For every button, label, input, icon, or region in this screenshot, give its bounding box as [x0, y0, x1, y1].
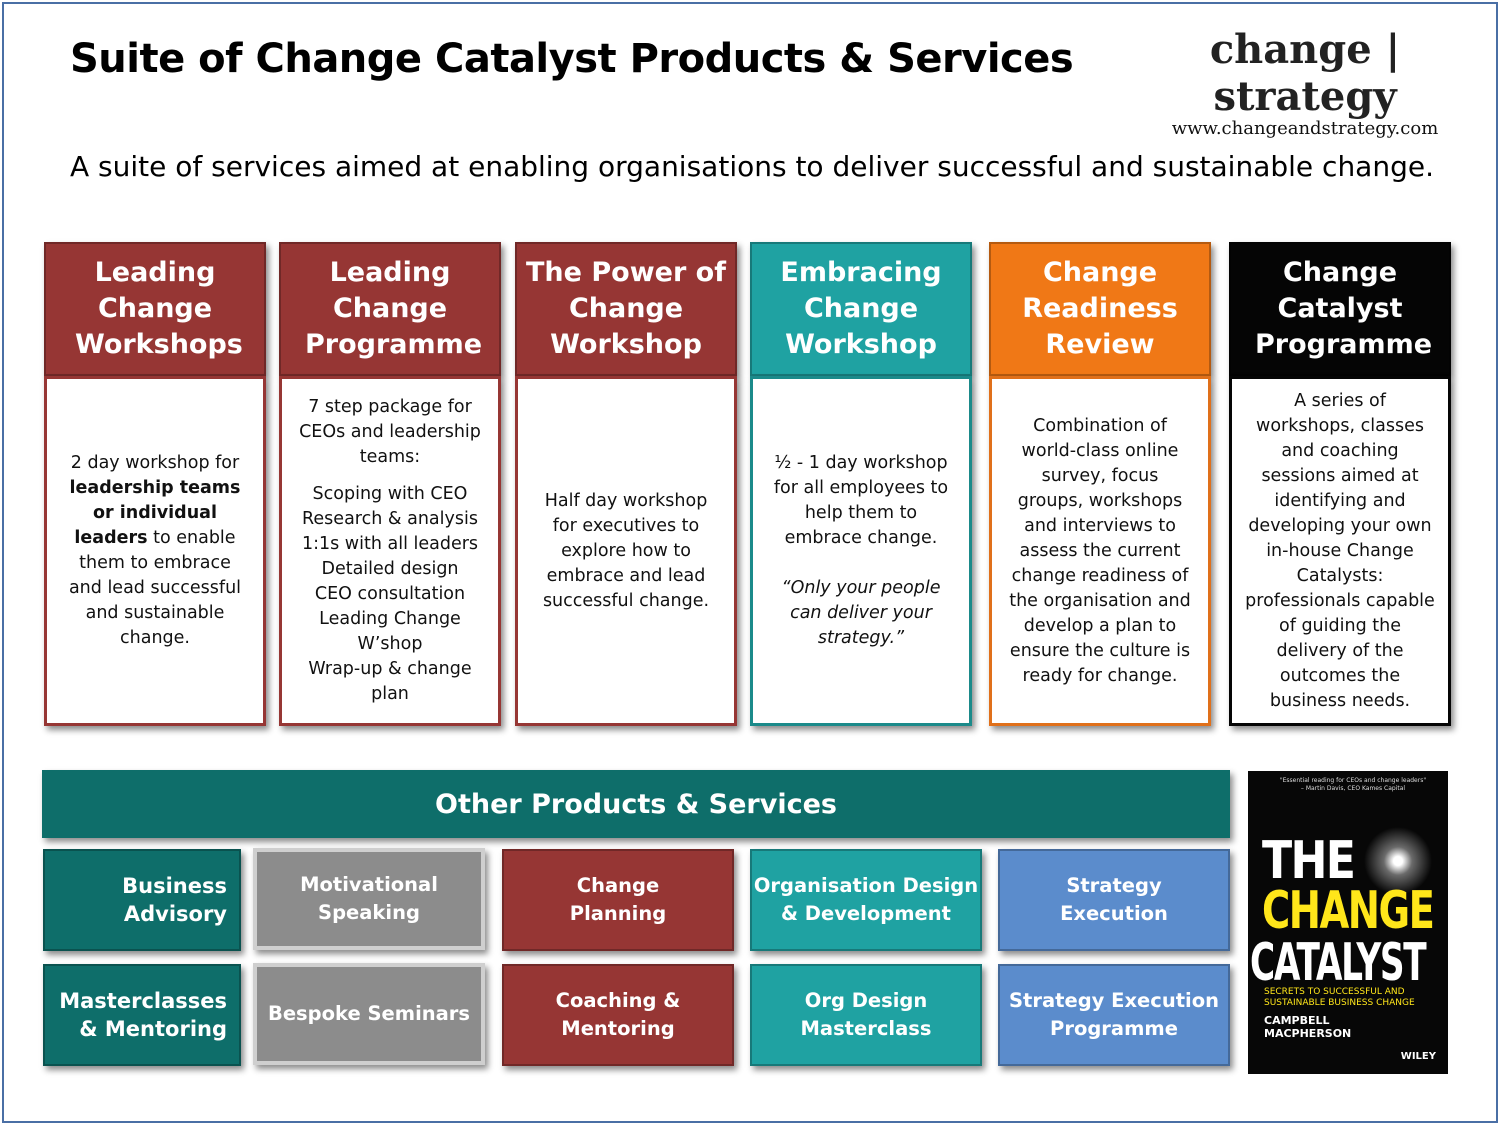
- card-description: 2 day workshop for leadership teams or i…: [68, 453, 242, 648]
- card-heading: Leading Change Workshops: [44, 242, 266, 376]
- spark-graphic: [1358, 821, 1438, 901]
- tile-coaching-mentoring[interactable]: Coaching & Mentoring: [502, 964, 734, 1066]
- step-item: Scoping with CEO: [312, 484, 468, 504]
- step-item: Research & analysis: [302, 509, 478, 529]
- step-item: CEO consultation: [314, 584, 466, 604]
- step-item: Wrap-up & change plan: [308, 659, 472, 704]
- card-heading: Change Readiness Review: [989, 242, 1211, 376]
- card-body: 2 day workshop for leadership teams or i…: [44, 376, 266, 726]
- step-item: 1:1s with all leaders: [301, 534, 479, 554]
- tile-org-design-masterclass[interactable]: Org Design Masterclass: [750, 964, 982, 1066]
- card-heading: Leading Change Programme: [279, 242, 501, 376]
- step-list: Scoping with CEO Research & analysis 1:1s …: [295, 482, 485, 707]
- book-cover-image[interactable]: "Essential reading for CEOs and change l…: [1248, 771, 1448, 1074]
- card-quote: “Only your people can deliver your strat…: [781, 578, 941, 648]
- logo-url[interactable]: www.changeandstrategy.com: [1171, 118, 1439, 139]
- book-publisher: WILEY: [1400, 1051, 1436, 1062]
- card-body: Combination of world-class online survey…: [989, 376, 1211, 726]
- tile-motivational-speaking[interactable]: Motivational Speaking: [253, 848, 485, 950]
- book-title-line-1: THE: [1262, 831, 1356, 891]
- card-body: Half day workshop for executives to expl…: [515, 376, 737, 726]
- tile-masterclasses-mentoring[interactable]: Masterclasses & Mentoring: [43, 964, 241, 1066]
- brand-logo[interactable]: change | strategy www.changeandstrategy.…: [1145, 26, 1465, 139]
- card-description: ½ - 1 day workshop for all employees to …: [773, 453, 949, 548]
- tile-organisation-design-development[interactable]: Organisation Design & Development: [750, 849, 982, 951]
- product-card-leading-change-programme[interactable]: Leading Change Programme 7 step package …: [279, 242, 501, 726]
- card-body: A series of workshops, classes and coach…: [1229, 376, 1451, 726]
- book-title-line-2: CHANGE: [1262, 881, 1435, 941]
- tile-strategy-execution[interactable]: Strategy Execution: [998, 849, 1230, 951]
- book-quote: "Essential reading for CEOs and change l…: [1279, 777, 1427, 792]
- card-body: 7 step package for CEOs and leadership t…: [279, 376, 501, 726]
- tile-change-planning[interactable]: Change Planning: [502, 849, 734, 951]
- card-heading: The Power of Change Workshop: [515, 242, 737, 376]
- step-item: Detailed design: [321, 559, 459, 579]
- product-card-change-catalyst-programme[interactable]: Change Catalyst Programme A series of wo…: [1229, 242, 1451, 726]
- card-intro: 7 step package for CEOs and leadership t…: [299, 397, 481, 467]
- step-item: Leading Change W’shop: [319, 609, 461, 654]
- card-body: ½ - 1 day workshop for all employees to …: [750, 376, 972, 726]
- tile-strategy-execution-programme[interactable]: Strategy Execution Programme: [998, 964, 1230, 1066]
- book-subtitle: SECRETS TO SUCCESSFUL AND SUSTAINABLE BU…: [1264, 987, 1415, 1008]
- card-description: Combination of world-class online survey…: [1009, 415, 1191, 686]
- product-card-leading-change-workshops[interactable]: Leading Change Workshops 2 day workshop …: [44, 242, 266, 726]
- card-heading: Embracing Change Workshop: [750, 242, 972, 376]
- book-author: CAMPBELL MACPHERSON: [1264, 1014, 1352, 1040]
- product-card-embracing-change-workshop[interactable]: Embracing Change Workshop ½ - 1 day work…: [750, 242, 972, 726]
- book-title-line-3: CATALYST: [1250, 933, 1427, 993]
- card-description: Half day workshop for executives to expl…: [542, 490, 710, 611]
- tile-business-advisory[interactable]: Business Advisory: [43, 849, 241, 951]
- other-products-heading: Other Products & Services: [42, 770, 1230, 838]
- product-card-change-readiness-review[interactable]: Change Readiness Review Combination of w…: [989, 242, 1211, 726]
- card-description: A series of workshops, classes and coach…: [1245, 390, 1435, 711]
- tile-bespoke-seminars[interactable]: Bespoke Seminars: [253, 963, 485, 1065]
- page-title: Suite of Change Catalyst Products & Serv…: [70, 36, 1074, 82]
- product-card-power-of-change-workshop[interactable]: The Power of Change Workshop Half day wo…: [515, 242, 737, 726]
- card-heading: Change Catalyst Programme: [1229, 242, 1451, 376]
- logo-wordmark: change | strategy: [1209, 26, 1401, 120]
- page-subtitle: A suite of services aimed at enabling or…: [70, 150, 1434, 183]
